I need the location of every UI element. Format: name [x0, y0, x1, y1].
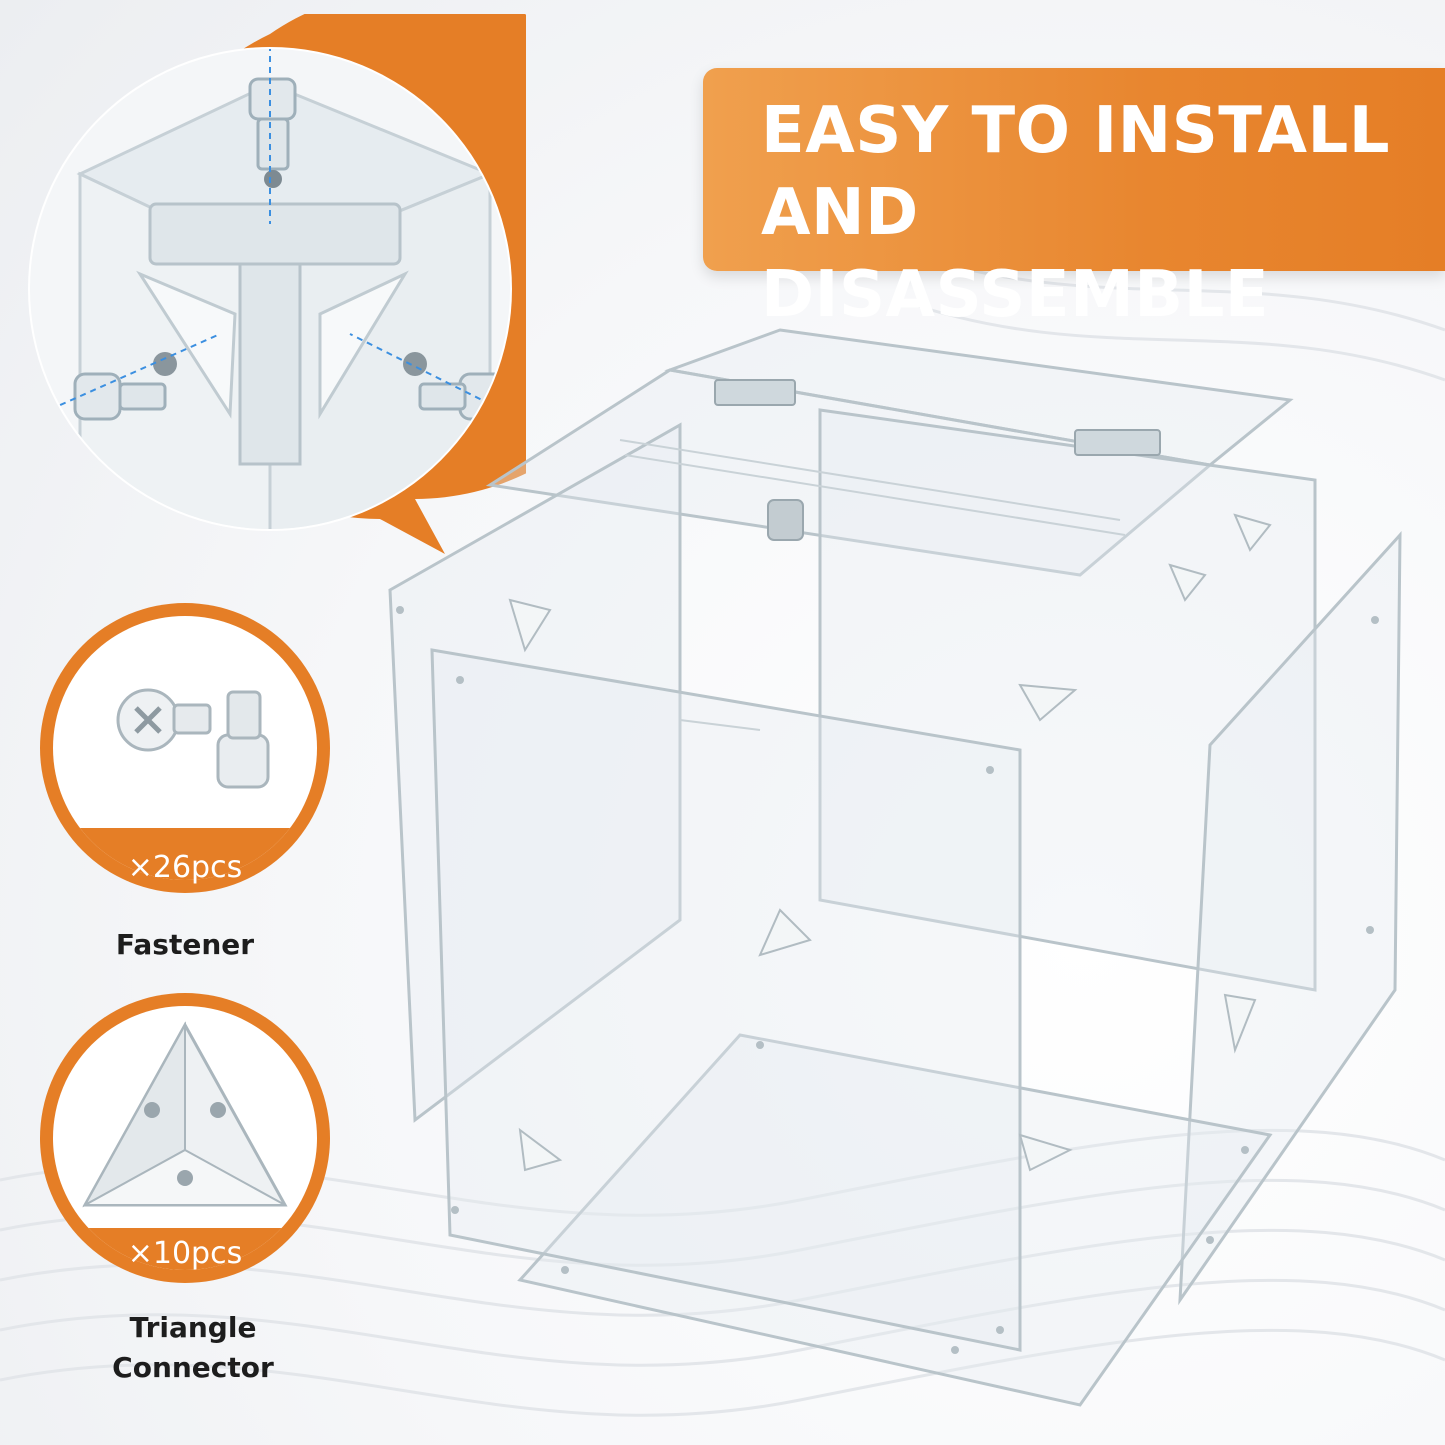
triangle-connector-icon	[40, 993, 330, 1283]
connector-name: Triangle Connector	[43, 1308, 343, 1388]
headline-line-2: AND DISASSEMBLE	[761, 176, 1270, 332]
headline: EASY TO INSTALL AND DISASSEMBLE	[761, 90, 1445, 336]
connector-name-line-2: Connector	[112, 1351, 274, 1384]
headline-line-1: EASY TO INSTALL	[761, 94, 1391, 168]
fastener-count: ×26pcs	[127, 850, 243, 885]
connector-name-line-1: Triangle	[129, 1311, 257, 1344]
connector-count: ×10pcs	[127, 1236, 243, 1271]
fastener-name-line-1: Fastener	[115, 928, 255, 961]
fastener-name: Fastener	[35, 925, 335, 965]
exploded-acrylic-box-icon	[388, 328, 1402, 1407]
corner-assembly-zoom-icon	[28, 14, 526, 554]
headline-banner: EASY TO INSTALL AND DISASSEMBLE	[703, 68, 1445, 332]
fastener-screw-icon	[40, 603, 330, 893]
